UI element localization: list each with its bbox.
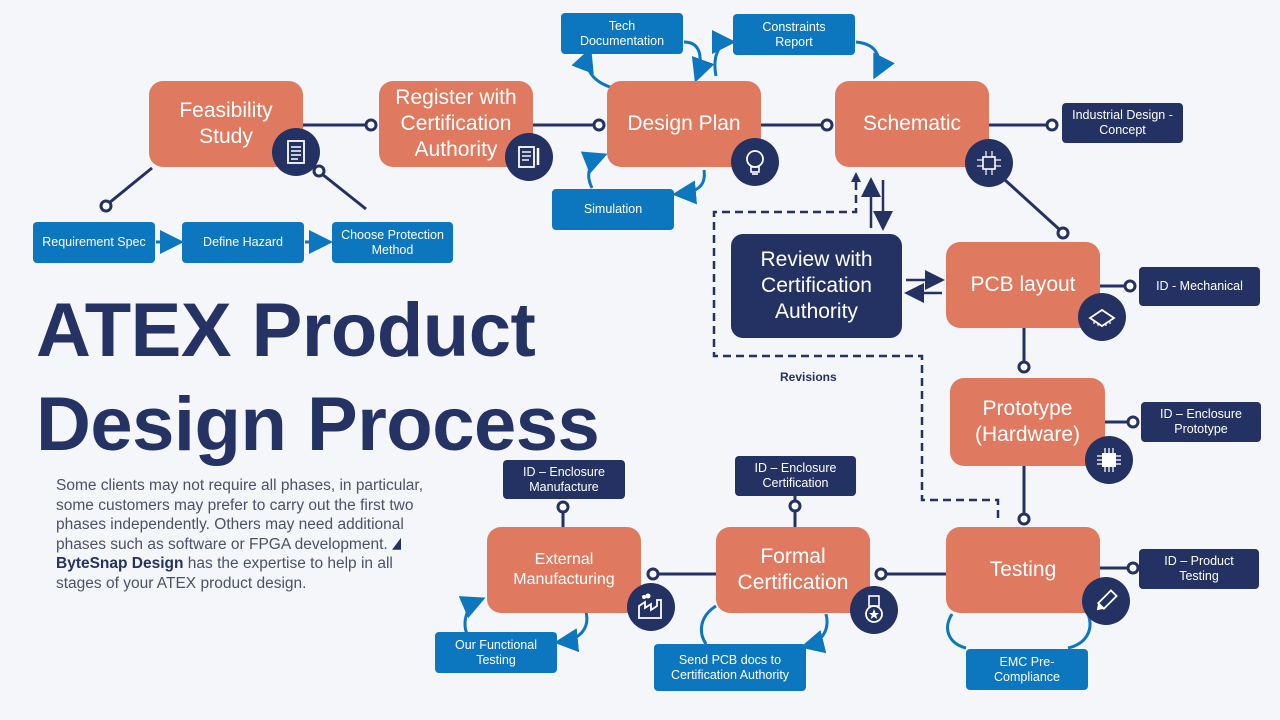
- task-define-hazard: Define Hazard: [182, 222, 304, 263]
- stage-testing: Testing: [946, 527, 1100, 613]
- task-choose-protection-method: Choose Protection Method: [332, 222, 453, 263]
- intro-paragraph: Some clients may not require all phases,…: [56, 476, 428, 594]
- title-line-2: Design Process: [36, 382, 600, 467]
- task-id-enclosure-prototype: ID – Enclosure Prototype: [1141, 402, 1261, 442]
- pencil-icon: [1082, 577, 1130, 625]
- stage-review-certification: Review with Certification Authority: [731, 234, 902, 338]
- stage-pcb-layout: PCB layout: [946, 242, 1100, 328]
- task-functional-testing: Our Functional Testing: [435, 632, 557, 673]
- lightbulb-icon: [731, 138, 779, 186]
- medal-icon: [850, 586, 898, 634]
- task-tech-documentation: Tech Documentation: [561, 13, 683, 54]
- stage-external-manufacturing: External Manufacturing: [487, 527, 641, 613]
- task-send-pcb-docs: Send PCB docs to Certification Authority: [654, 644, 806, 691]
- task-simulation: Simulation: [552, 189, 674, 230]
- document-icon: [272, 128, 320, 176]
- chip-icon: [1078, 293, 1126, 341]
- task-constraints-report: Constraints Report: [733, 14, 855, 55]
- stage-register-certification: Register with Certification Authority: [379, 81, 533, 167]
- form-icon: [505, 133, 553, 181]
- task-industrial-design-concept: Industrial Design - Concept: [1062, 103, 1183, 143]
- page-title: ATEX Product Design Process: [36, 284, 600, 472]
- stage-formal-certification: Formal Certification: [716, 527, 870, 613]
- title-line-1: ATEX Product: [36, 288, 536, 373]
- circuit-icon: [965, 139, 1013, 187]
- processor-icon: [1085, 436, 1133, 484]
- task-requirement-spec: Requirement Spec: [33, 222, 155, 263]
- stage-schematic: Schematic: [835, 81, 989, 167]
- factory-icon: [627, 583, 675, 631]
- bytesnap-logo-icon: [392, 537, 402, 550]
- task-id-mechanical: ID - Mechanical: [1139, 267, 1260, 306]
- task-id-enclosure-manufacture: ID – Enclosure Manufacture: [503, 460, 625, 499]
- stage-prototype-hardware: Prototype (Hardware): [950, 378, 1105, 466]
- intro-suffix: has the expertise to help in all stages …: [56, 555, 393, 592]
- intro-text: Some clients may not require all phases,…: [56, 477, 424, 553]
- revisions-label: Revisions: [780, 370, 837, 384]
- task-emc-pre-compliance: EMC Pre- Compliance: [966, 649, 1088, 690]
- brand-name: ByteSnap Design: [56, 555, 184, 573]
- task-id-enclosure-certification: ID – Enclosure Certification: [735, 456, 856, 496]
- task-id-product-testing: ID – Product Testing: [1139, 549, 1259, 589]
